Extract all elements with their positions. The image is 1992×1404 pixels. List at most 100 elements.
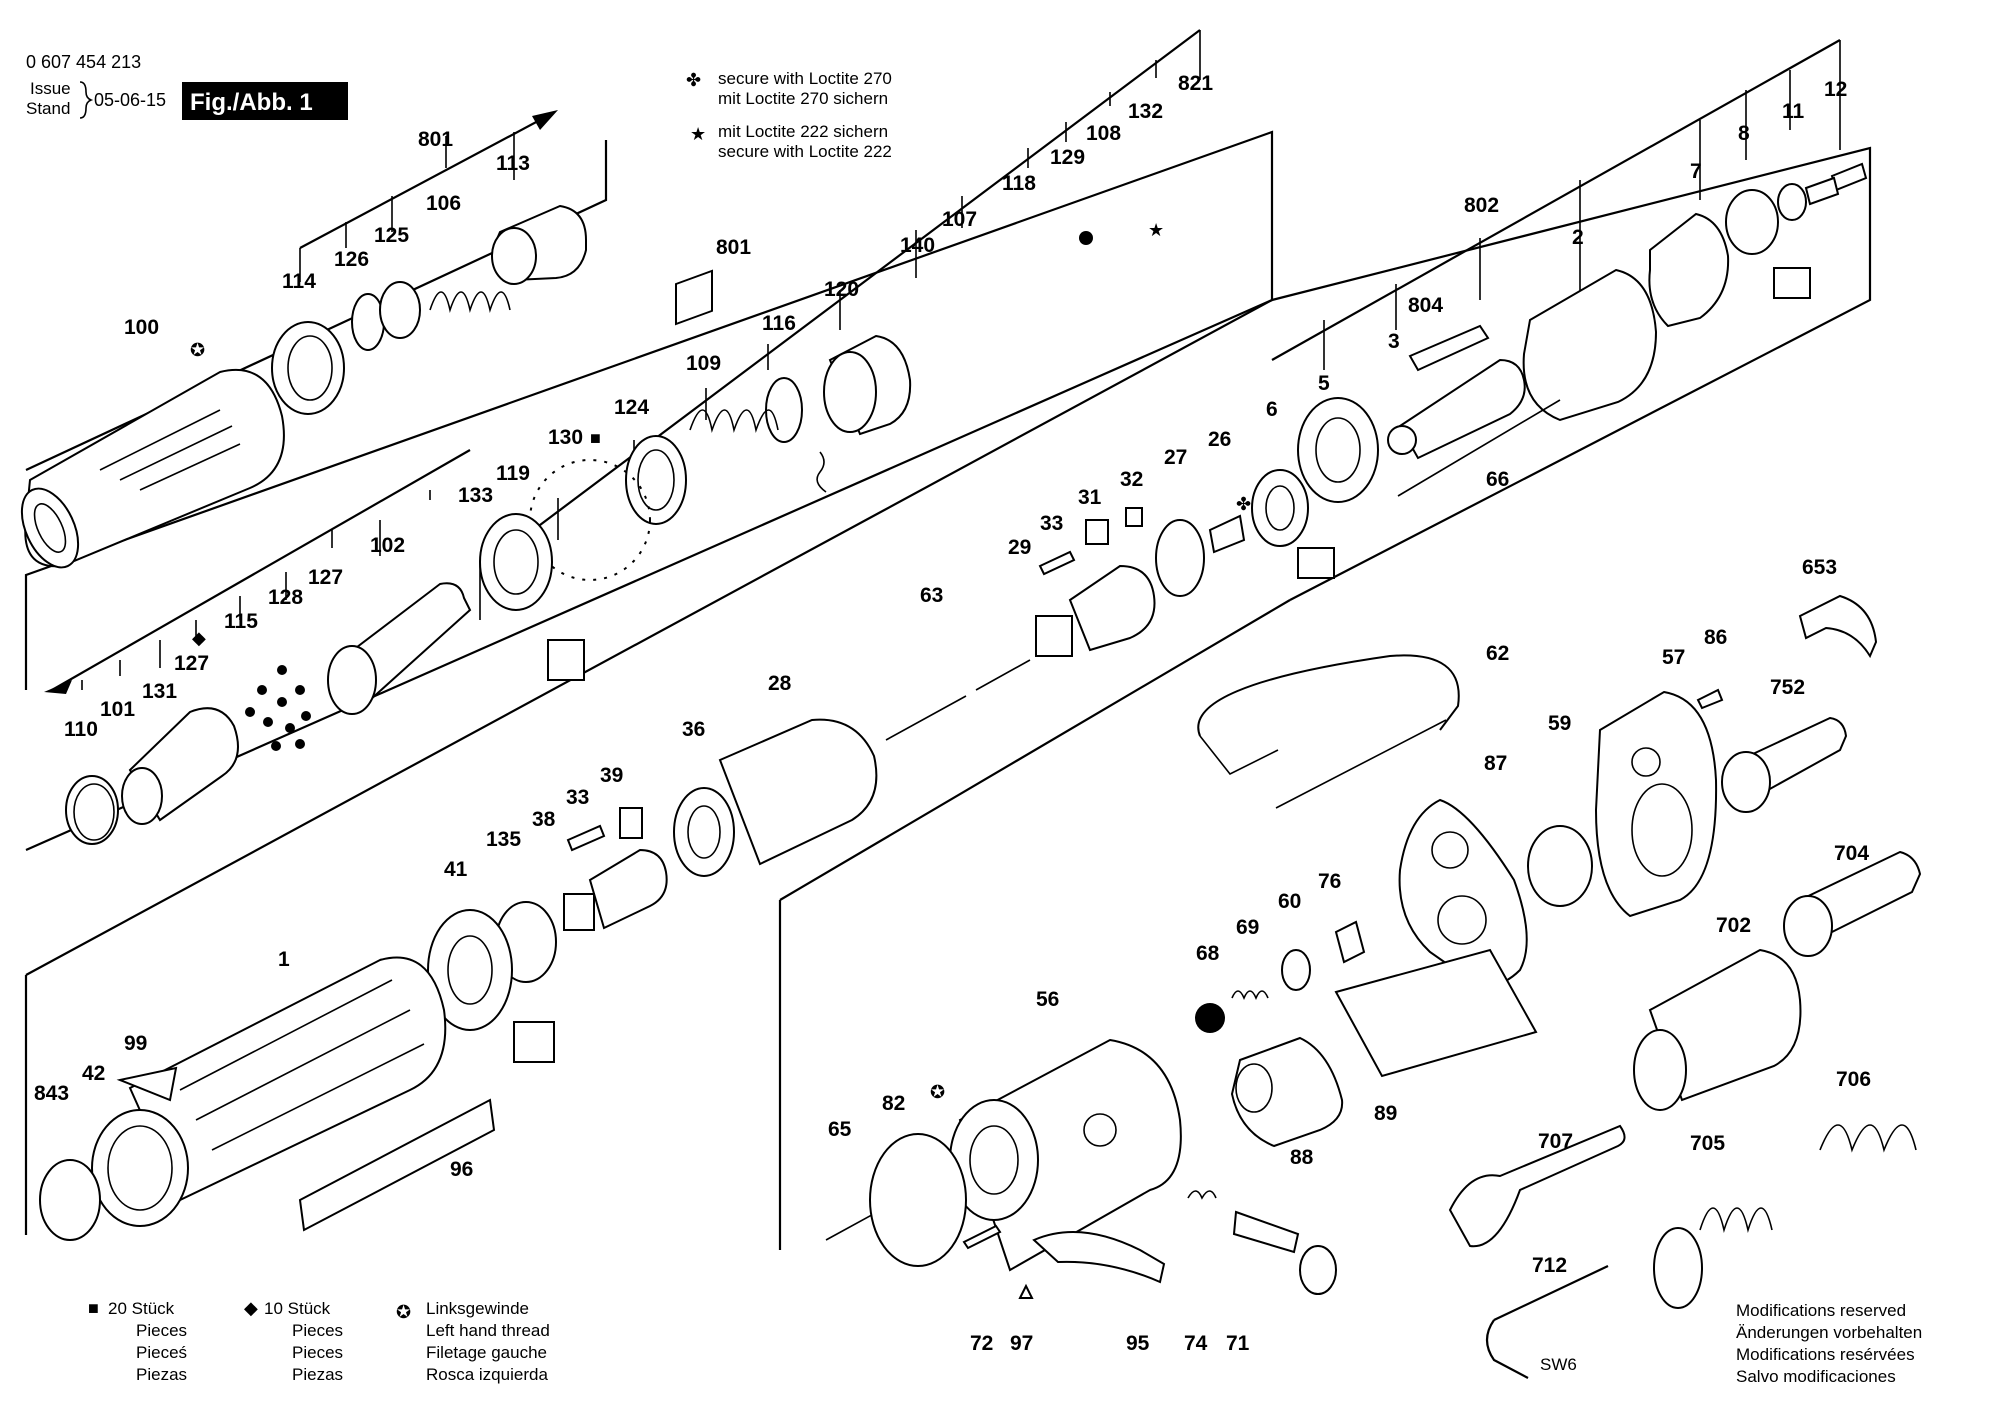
callout-140: 140: [900, 234, 935, 257]
legend-left-thread-1: Linksgewinde: [426, 1299, 529, 1318]
callout-132: 132: [1128, 100, 1163, 123]
callout-125: 125: [374, 224, 409, 247]
clover-symbol-icon: ✤: [686, 70, 701, 90]
part-32: [1125, 507, 1143, 527]
part-8: [1725, 189, 1779, 255]
legend-left-thread-3: Filetage gauche: [426, 1343, 547, 1362]
callout-86: 86: [1704, 626, 1727, 649]
issue-date: 05-06-15: [94, 90, 166, 110]
part-113: [491, 204, 587, 285]
callout-124: 124: [614, 396, 649, 419]
part-96: [298, 1098, 496, 1232]
callout-706: 706: [1836, 1068, 1871, 1091]
ball-marker-129: [1079, 231, 1093, 245]
legend-diamond-1: 10 Stück: [264, 1299, 331, 1318]
callout-60: 60: [1278, 890, 1301, 913]
part-95: [1032, 1231, 1166, 1284]
callout-821: 821: [1178, 72, 1213, 95]
callout-119: 119: [496, 462, 530, 485]
part-71: [1232, 1210, 1337, 1295]
part-702: [1633, 948, 1802, 1111]
callout-712: 712: [1532, 1254, 1567, 1277]
part-704: [1783, 850, 1922, 957]
hex-tool-badge-5: [513, 1021, 555, 1063]
callout-12: 12: [1824, 78, 1847, 101]
callout-95: 95: [1126, 1332, 1150, 1355]
callout-3: 3: [1388, 330, 1400, 353]
callout-63: 63: [920, 584, 943, 607]
callout-100: 100: [124, 316, 159, 339]
diamond-marker-icon: ◆: [192, 628, 206, 648]
part-62: [1197, 654, 1460, 737]
part-26: [1208, 514, 1246, 554]
callout-6: 6: [1266, 398, 1278, 421]
part-76: [1334, 920, 1366, 964]
callout-135: 135: [486, 828, 521, 851]
modifications-1: Modifications reserved: [1736, 1301, 1906, 1320]
callout-110: 110: [64, 718, 98, 741]
part-707: [1448, 1124, 1626, 1248]
hex-tool-badge-3: [1773, 267, 1811, 299]
part-119: [479, 513, 553, 611]
callout-99: 99: [124, 1032, 147, 1055]
frame-middle-band: [24, 130, 1274, 852]
part-33a: [1038, 550, 1076, 576]
callout-5: 5: [1318, 372, 1330, 395]
callout-59: 59: [1548, 712, 1571, 735]
figure-label: Fig./Abb. 1: [190, 89, 313, 116]
callout-843: 843: [34, 1082, 69, 1105]
part-3: [1387, 358, 1526, 460]
part-41: [427, 909, 513, 1031]
callout-28: 28: [768, 672, 792, 695]
issue-brace: [79, 81, 94, 119]
legend-square-4: Piezas: [136, 1365, 187, 1384]
legend-diamond-icon: ◆: [244, 1298, 258, 1318]
part-752: [1721, 716, 1848, 813]
part-128-balls: [245, 665, 311, 751]
callout-107: 107: [942, 208, 977, 231]
callout-130: 130: [548, 426, 583, 449]
frame-lower-left: [24, 146, 1872, 1235]
callout-31: 31: [1078, 486, 1102, 509]
callout-704: 704: [1834, 842, 1869, 865]
frame-lower-right: [778, 599, 1291, 1250]
modifications-3: Modifications resérvées: [1736, 1345, 1915, 1364]
arrow-lower-left-icon: [44, 680, 72, 694]
part-63: [885, 659, 1031, 741]
part-number: 0 607 454 213: [26, 52, 141, 72]
callout-62: 62: [1486, 642, 1509, 665]
callout-752: 752: [1770, 676, 1805, 699]
part-27: [1155, 519, 1205, 597]
hex-tool-badge-1: [675, 269, 713, 326]
part-59: [1527, 825, 1593, 907]
callout-76: 76: [1318, 870, 1341, 893]
hex-tool-badge-2: [547, 639, 585, 681]
callout-101: 101: [100, 698, 135, 721]
legend-left-thread-2: Left hand thread: [426, 1321, 550, 1340]
legend-square-2: Pieces: [136, 1321, 187, 1340]
part-66: [1397, 399, 1561, 497]
part-28: [718, 718, 878, 866]
left-thread-marker-1-icon: ✪: [190, 340, 205, 360]
callout-127b: 127: [174, 652, 209, 675]
part-804: [1408, 324, 1490, 372]
callout-26: 26: [1208, 428, 1231, 451]
stand-label: Stand: [26, 99, 70, 118]
callout-127a: 127: [308, 566, 343, 589]
callout-7: 7: [1690, 160, 1702, 183]
legend-diamond-4: Piezas: [292, 1365, 343, 1384]
legend-square-3: Pieceś: [136, 1343, 187, 1362]
star-marker-icon: ★: [1148, 220, 1164, 240]
callout-131: 131: [142, 680, 177, 703]
part-705: [1653, 1207, 1773, 1309]
callout-68: 68: [1196, 942, 1220, 965]
callout-802: 802: [1464, 194, 1499, 217]
clover-marker-icon: ✤: [1236, 494, 1251, 514]
part-68: [1195, 1003, 1225, 1033]
callout-702: 702: [1716, 914, 1751, 937]
callout-66: 66: [1486, 468, 1509, 491]
callout-65: 65: [828, 1118, 852, 1141]
legend-diamond-2: Pieces: [292, 1321, 343, 1340]
callout-118: 118: [1002, 172, 1036, 195]
frame-upper-left: [25, 140, 608, 471]
